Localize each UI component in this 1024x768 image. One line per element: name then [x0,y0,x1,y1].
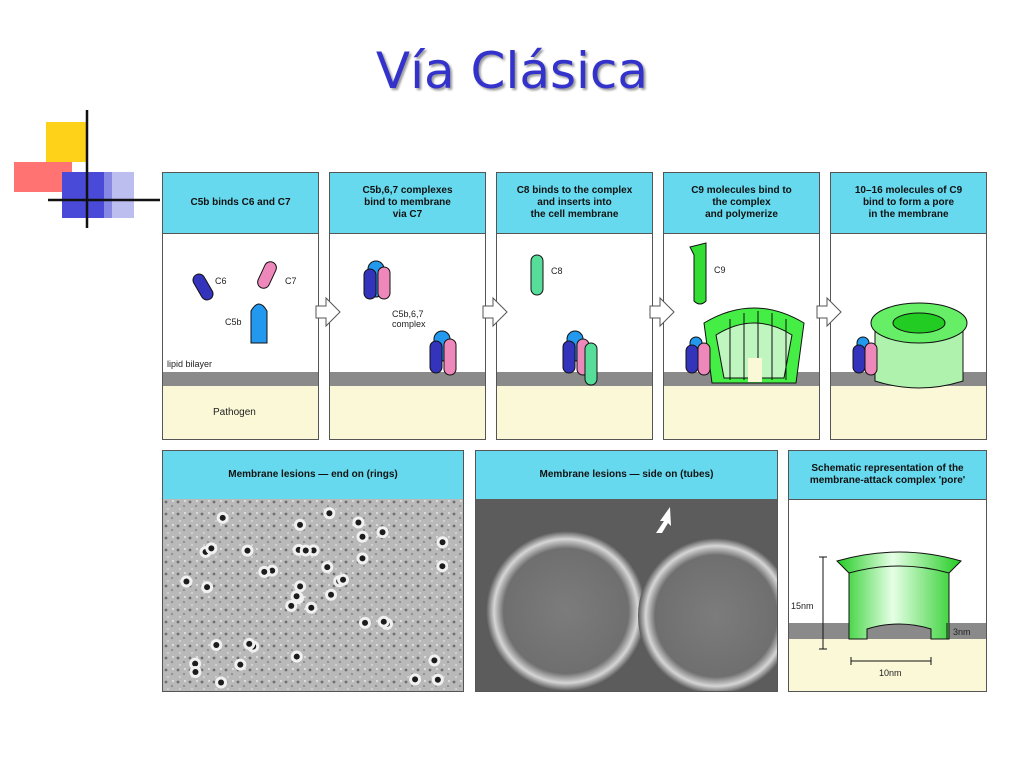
lesion-ring-center [297,521,304,528]
step-5-illustration [831,302,986,439]
step-panel-3: C8 binds to the complex and inserts into… [496,172,653,440]
lesion-ring-center [324,564,331,571]
lesions-rings-panel: Membrane lesions — end on (rings) [162,450,464,692]
lesions-tubes-panel: Membrane lesions — side on (tubes) [475,450,778,692]
lesion-ring-center [439,563,446,570]
lesion-ring-center [412,676,419,683]
step-caption: C9 molecules bind to the complex and pol… [664,173,819,234]
lesion-ring-center [213,642,220,649]
mac-schematic-panel: Schematic representation of the membrane… [788,450,987,692]
step-1-illustration [163,261,318,439]
lesion-ring-center [379,529,386,536]
lesion-ring-center [208,545,215,552]
membrane-rings [180,507,449,689]
c5b678-complex [852,336,878,376]
lesion-ring-center [261,568,268,575]
membrane-thickness-label: 3nm [953,627,971,637]
lesion-ring-center [204,584,211,591]
pathogen-label: Pathogen [213,407,256,418]
cell-right [638,538,777,691]
polymerizing-c9-ring [703,307,805,384]
c7-label: C7 [285,276,297,286]
lesion-ring-center [244,547,251,554]
step-panel-2: C5b,6,7 complexes bind to membrane via C… [329,172,486,440]
mac-schematic [789,551,986,691]
step-panel-4: C9 molecules bind to the complex and pol… [663,172,820,440]
rings-micrograph [163,499,463,691]
complex-label: C5b,6,7 complex [392,309,426,329]
lesion-ring-center [355,519,362,526]
step-panel-5: 10–16 molecules of C9 bind to form a por… [830,172,987,440]
lesion-ring-center [359,555,366,562]
lesion-ring-center [362,619,369,626]
lesion-ring-center [380,618,387,625]
c5b678-complex [562,330,598,386]
slide-title: Vía Clásica [375,42,649,100]
lesion-ring-center [218,679,225,686]
lesion-ring-center [288,602,295,609]
step-panel-1: C5b binds C6 and C7 C6 C7 C5b lipid bila… [162,172,319,440]
c6-label: C6 [215,276,227,286]
lesion-ring-center [310,547,317,554]
lesion-ring-center [293,653,300,660]
step-3-illustration [497,254,652,439]
lesion-ring-center [269,567,276,574]
c7-molecule [257,261,277,289]
tubes-micrograph [476,499,777,691]
pointer-arrow-icon [656,507,671,533]
lesion-ring-center [302,547,309,554]
step-caption: C5b,6,7 complexes bind to membrane via C… [330,173,485,234]
lesion-ring-center [237,661,244,668]
lesion-ring-center [326,510,333,517]
lesion-ring-center [246,640,253,647]
c8-label: C8 [551,266,563,276]
c5b67-complex-floating [363,260,391,300]
lesion-ring-center [340,576,347,583]
lesion-ring-center [293,593,300,600]
c9-label: C9 [714,265,726,275]
step-caption: C8 binds to the complex and inserts into… [497,173,652,234]
slide-logo-decoration [14,110,160,228]
lesion-ring-center [192,669,199,676]
c9-molecule [689,242,707,305]
mac-pore-shape [836,551,962,640]
step-caption: C5b binds C6 and C7 [163,173,318,234]
lesion-ring-center [439,539,446,546]
cell-left [486,531,646,691]
c8-molecule [530,254,544,296]
c5b678-complex [685,336,711,376]
step-caption: 10–16 molecules of C9 bind to form a por… [831,173,986,234]
step-4-illustration [664,242,819,439]
c5b-molecule [250,303,268,344]
pore-height-label: 15nm [791,601,814,611]
lesion-ring-center [359,533,366,540]
lesion-ring-center [192,660,199,667]
schematic-caption: Schematic representation of the membrane… [789,451,986,500]
mac-pore [870,302,968,389]
lesion-ring-center [219,514,226,521]
tubes-caption: Membrane lesions — side on (tubes) [476,451,777,500]
lesion-ring-center [431,657,438,664]
c5b67-complex-bound [429,330,457,376]
lesion-ring-center [308,604,315,611]
c5b-label: C5b [225,317,242,327]
lesion-ring-center [434,676,441,683]
c6-molecule [192,273,214,301]
lipid-bilayer-label: lipid bilayer [167,359,213,369]
lesion-ring-center [297,583,304,590]
lesion-ring-center [328,591,335,598]
pore-width-label: 10nm [879,668,902,678]
lesion-ring-center [183,578,190,585]
step-2-illustration [330,260,485,439]
